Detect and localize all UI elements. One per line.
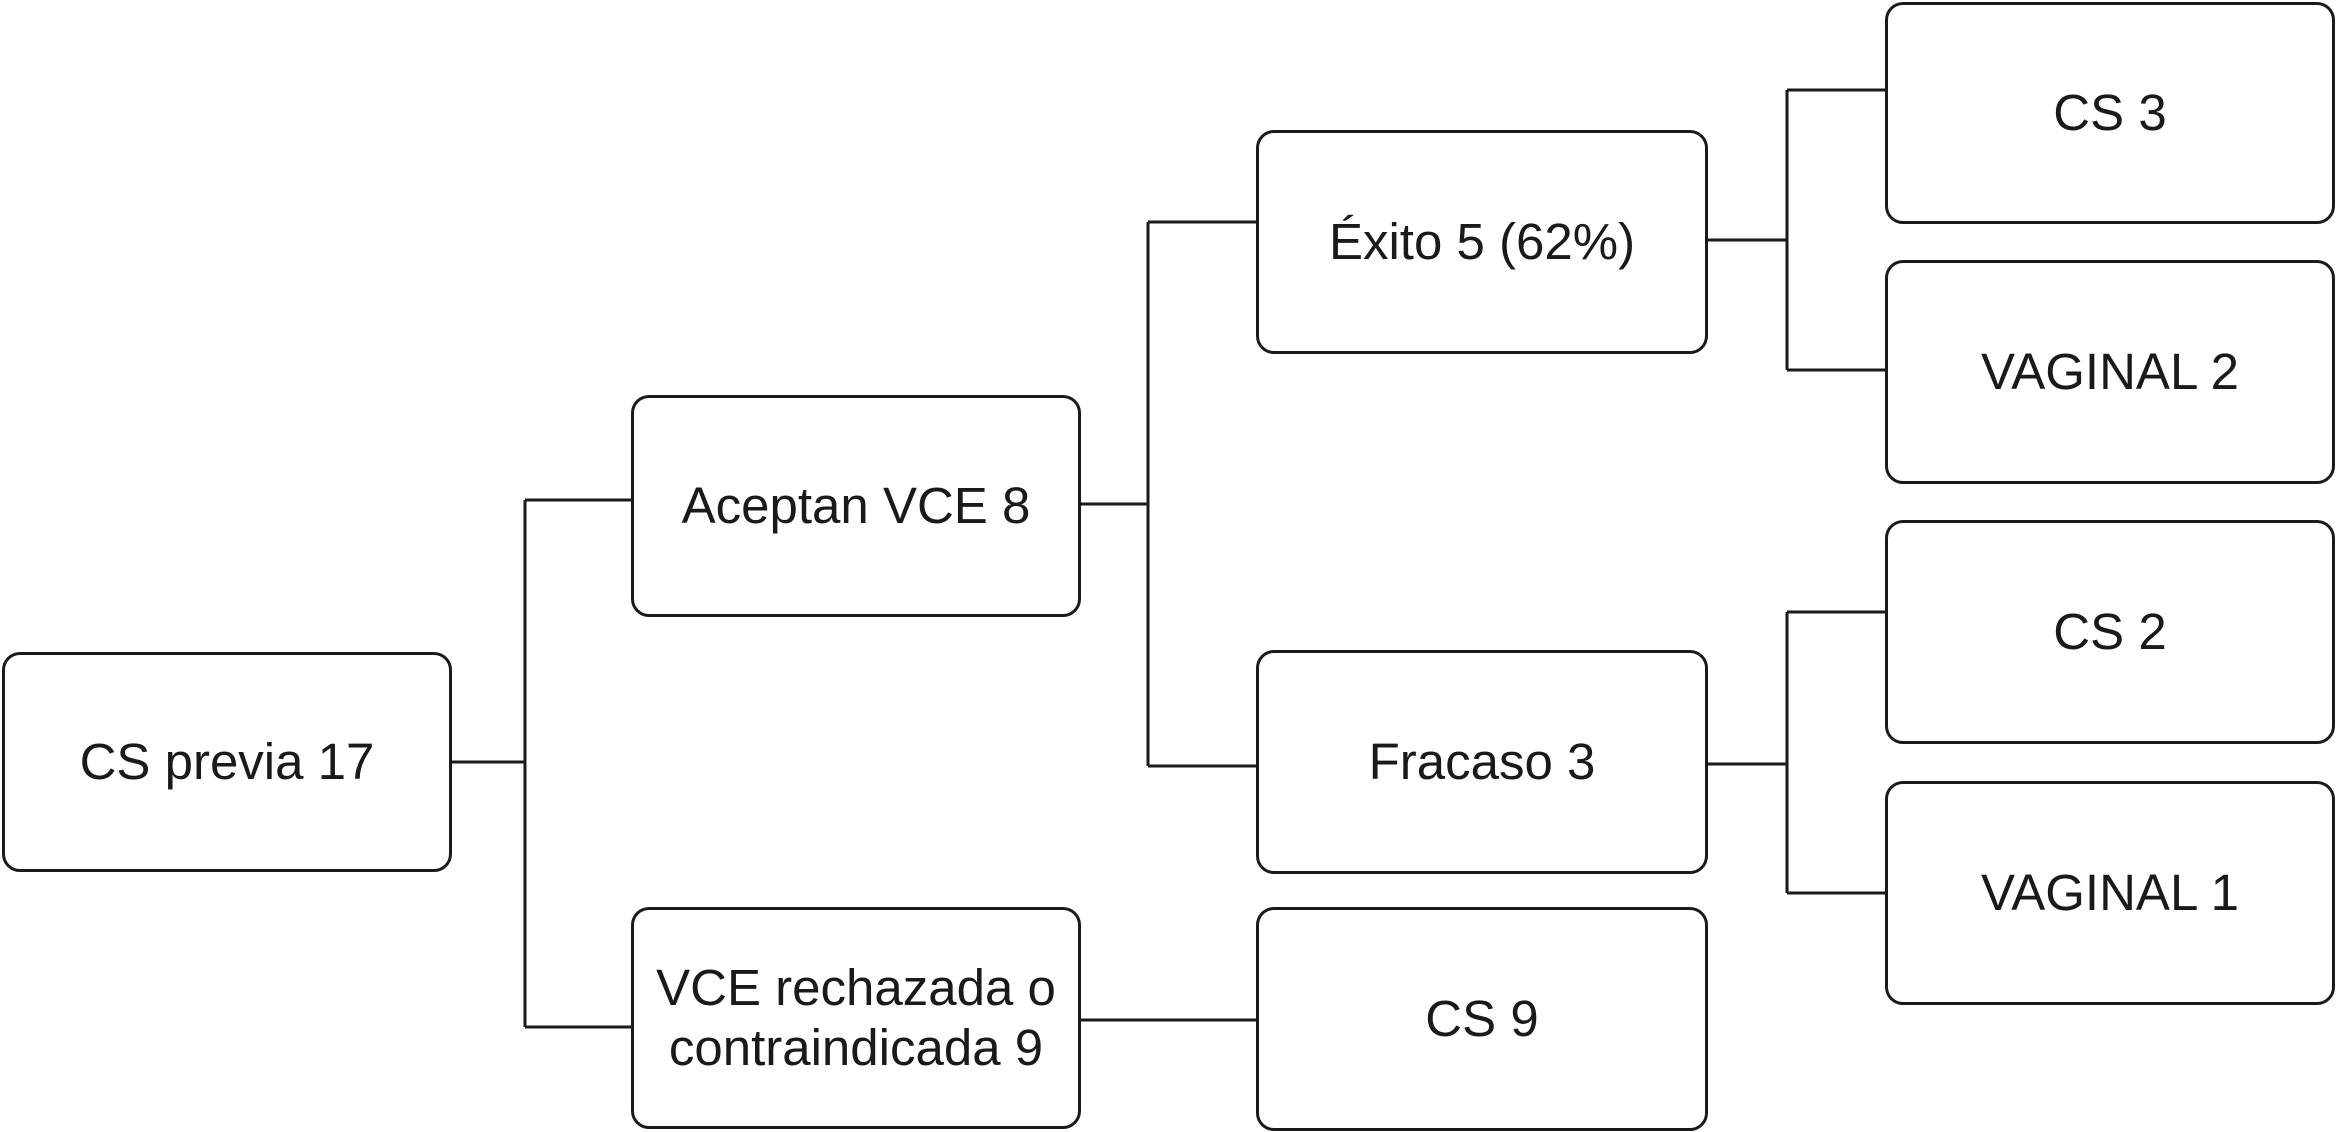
node-vaginal-1-label: VAGINAL 1 <box>1981 863 2239 921</box>
node-cs-2-label: CS 2 <box>2053 602 2167 660</box>
node-aceptan-vce-label: Aceptan VCE 8 <box>681 476 1031 534</box>
node-cs-previa-label: CS previa 17 <box>79 732 375 790</box>
node-fracaso: Fracaso 3 <box>1256 650 1708 874</box>
node-vce-rechazada-line1: VCE rechazada o <box>656 958 1056 1016</box>
node-cs-3: CS 3 <box>1885 2 2335 224</box>
node-vce-rechazada: VCE rechazada o contraindicada 9 <box>631 907 1081 1129</box>
node-vce-rechazada-text: VCE rechazada o contraindicada 9 <box>656 958 1056 1078</box>
node-vce-rechazada-line2: contraindicada 9 <box>668 1019 1044 1076</box>
node-cs-2: CS 2 <box>1885 520 2335 744</box>
node-exito-label: Éxito 5 (62%) <box>1328 212 1636 270</box>
node-vaginal-2: VAGINAL 2 <box>1885 260 2335 484</box>
node-vaginal-1: VAGINAL 1 <box>1885 781 2335 1005</box>
node-cs-3-label: CS 3 <box>2053 83 2167 141</box>
node-cs-9-label: CS 9 <box>1425 989 1539 1047</box>
node-exito: Éxito 5 (62%) <box>1256 130 1708 354</box>
node-fracaso-label: Fracaso 3 <box>1368 732 1596 790</box>
node-vaginal-2-label: VAGINAL 2 <box>1981 342 2239 400</box>
node-cs-previa: CS previa 17 <box>2 652 452 872</box>
node-aceptan-vce: Aceptan VCE 8 <box>631 395 1081 617</box>
node-cs-9: CS 9 <box>1256 907 1708 1131</box>
